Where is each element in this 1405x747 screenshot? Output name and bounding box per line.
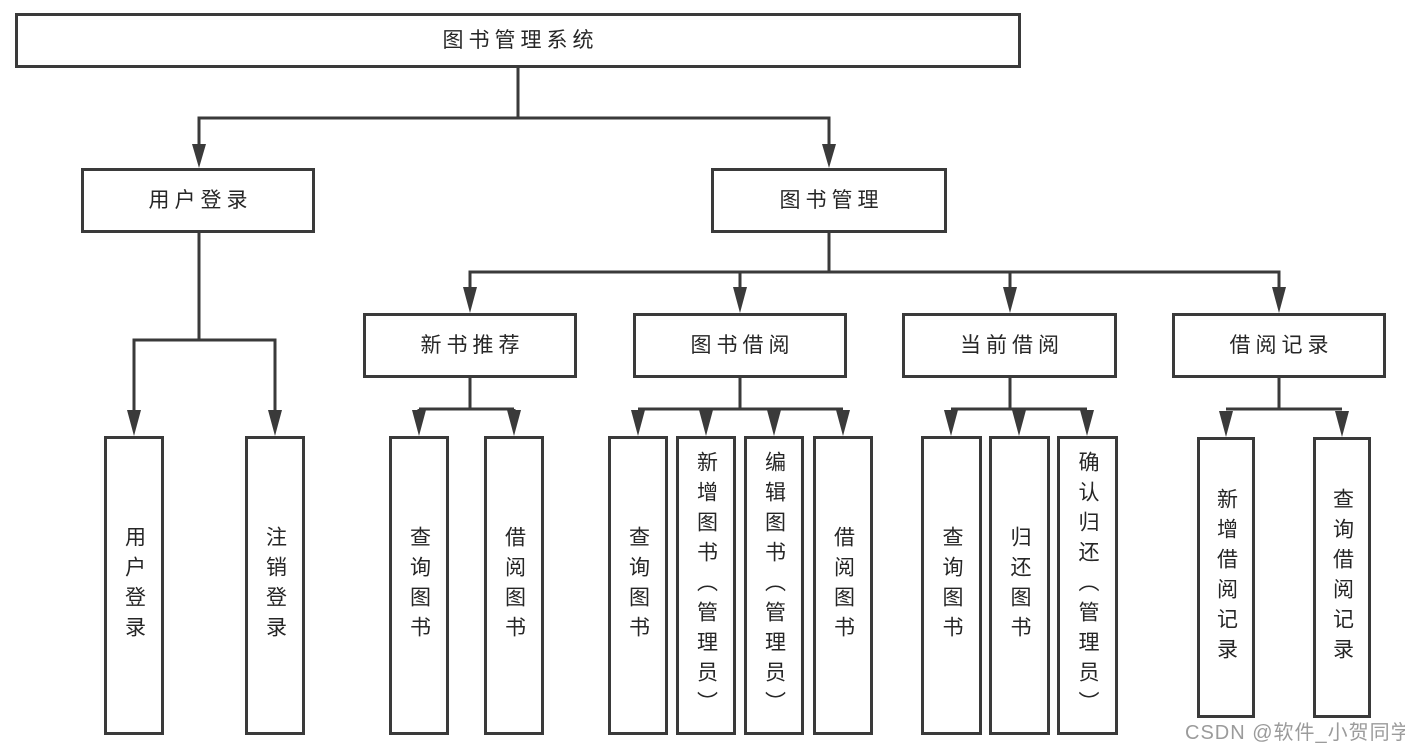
node-label: 查询借阅记录 [1330,487,1354,668]
connector-book-management-to-level3 [468,233,1281,287]
node-label: 查询图书 [626,525,650,646]
node-label: 查询图书 [407,525,431,646]
node-label: 新增借阅记录 [1214,487,1238,668]
node-label: 归还图书 [1008,525,1031,646]
arrowheads-user-login-leaves [127,410,282,436]
node-leaf-logout: 注销登录 [245,436,305,735]
node-label: 新书推荐 [420,334,525,357]
connector-book-borrowing-to-leaves [638,378,843,411]
arrowheads-book-borrowing-leaves [631,410,850,436]
node-label: 用户登录 [122,525,146,646]
node-label: 确认归还（管理员） [1076,450,1099,721]
node-label: 注销登录 [263,525,287,646]
node-leaf-borrow-books: 借阅图书 [813,436,873,735]
node-leaf-query-borrow-record: 查询借阅记录 [1313,437,1371,718]
node-label: 图书管理系统 [442,29,599,52]
node-leaf-query-books-current: 查询图书 [921,436,982,735]
node-label: 图书管理 [779,189,884,212]
node-label: 借阅图书 [502,525,526,646]
connector-root-to-level2 [197,68,831,144]
node-leaf-return-books: 归还图书 [989,436,1050,735]
csdn-watermark: CSDN @软件_小贺同学 [1185,722,1405,744]
node-leaf-edit-books-admin: 编辑图书（管理员） [744,436,804,735]
node-leaf-query-books-recommend: 查询图书 [389,436,449,735]
node-label: 借阅图书 [831,525,855,646]
connector-user-login-to-leaves [132,233,277,410]
node-leaf-add-borrow-record: 新增借阅记录 [1197,437,1255,718]
node-label: 借阅记录 [1229,334,1334,357]
arrowheads-borrowing-records-leaves [1219,411,1349,437]
node-label: 图书借阅 [690,334,795,357]
connector-new-books-to-leaves [417,378,516,411]
connector-borrowing-records-to-leaves [1226,378,1342,411]
arrowheads-new-books-leaves [412,410,521,436]
node-book-management: 图书管理 [711,168,947,233]
node-label: 新增图书（管理员） [694,450,718,721]
arrowheads-level2 [192,144,836,168]
node-book-borrowing: 图书借阅 [633,313,847,378]
node-label: 查询图书 [940,525,963,646]
node-new-book-recommendation: 新书推荐 [363,313,577,378]
node-leaf-add-books-admin: 新增图书（管理员） [676,436,736,735]
node-root-library-system: 图书管理系统 [15,13,1021,68]
node-current-borrowing: 当前借阅 [902,313,1117,378]
node-leaf-query-books-borrowing: 查询图书 [608,436,668,735]
node-label: 编辑图书（管理员） [762,450,786,721]
node-leaf-confirm-return-admin: 确认归还（管理员） [1057,436,1118,735]
node-user-login: 用户登录 [81,168,315,233]
connector-current-borrowing-to-leaves [951,378,1087,411]
node-label: 当前借阅 [960,334,1064,357]
node-leaf-user-login: 用户登录 [104,436,164,735]
node-label: 用户登录 [148,189,253,212]
arrowheads-level3 [463,287,1286,313]
node-borrowing-records: 借阅记录 [1172,313,1386,378]
node-leaf-borrow-books-recommend: 借阅图书 [484,436,544,735]
arrowheads-current-borrowing-leaves [944,410,1094,436]
